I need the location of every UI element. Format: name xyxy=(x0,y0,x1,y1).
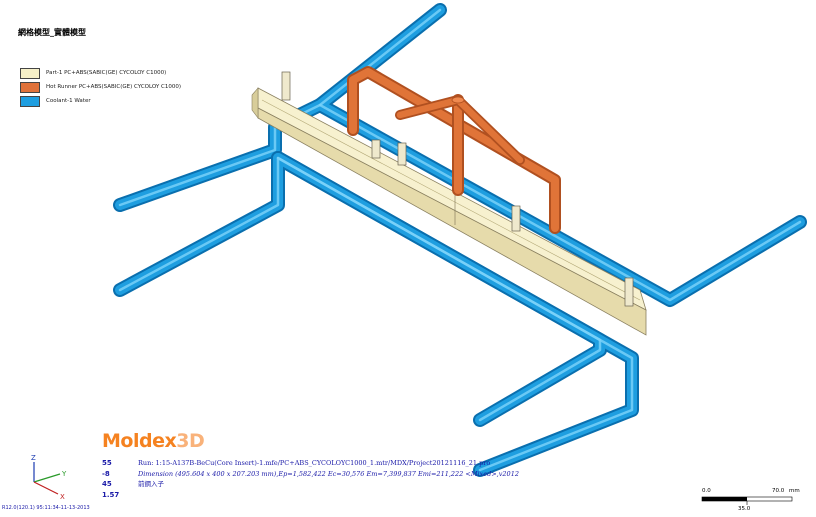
run-info: Run: 1:15-A137B-BeCu(Core Insert)-1.mfe/… xyxy=(138,458,519,490)
scale-label-unit: mm xyxy=(789,488,800,494)
scale-bar-graphic xyxy=(701,496,793,505)
part-1-model xyxy=(251,71,647,336)
legend-swatch-part xyxy=(20,67,40,79)
scale-label-left: 0.0 xyxy=(702,488,711,494)
axis-x-label: X xyxy=(60,493,65,501)
view-value-4: 1.57 xyxy=(102,490,120,499)
legend-label-coolant: Coolant-1 Water xyxy=(46,98,91,104)
ejector-pins xyxy=(281,71,634,307)
logo-text-3d: 3D xyxy=(176,430,205,452)
legend-label-hot-runner: Hot Runner PC+ABS(SABIC(GE) CYCOLOY C100… xyxy=(46,84,181,90)
view-value-2: -8 xyxy=(102,469,110,478)
axis-y-line xyxy=(33,473,61,483)
logo-text-main: Moldex xyxy=(102,430,177,452)
scale-label-right: 70.0 xyxy=(772,488,785,494)
scale-bar: 0.0 70.0 mm 35.0 xyxy=(700,488,800,516)
legend-label-part: Part-1 PC+ABS(SABIC(GE) CYCOLOY C1000) xyxy=(46,70,167,76)
legend-swatch-hot-runner xyxy=(20,81,40,93)
version-status: R12.0(120.1) 95:11:34-11-13-2013 xyxy=(2,505,90,511)
view-angle-values: 55 -8 45 1.57 xyxy=(102,458,119,500)
view-value-3: 45 xyxy=(102,480,112,488)
hot-runner xyxy=(347,66,561,234)
coolant-channel-front xyxy=(113,151,639,477)
note-text: 前鋼入子 xyxy=(138,480,164,488)
moldex3d-logo: Moldex3D xyxy=(102,430,205,452)
legend-item-part[interactable]: Part-1 PC+ABS(SABIC(GE) CYCOLOY C1000) xyxy=(20,66,181,80)
legend-item-coolant[interactable]: Coolant-1 Water xyxy=(20,94,181,108)
legend-item-hot-runner[interactable]: Hot Runner PC+ABS(SABIC(GE) CYCOLOY C100… xyxy=(20,80,181,94)
model-title: 網格模型_實體模型 xyxy=(18,28,86,37)
scale-label-mid: 35.0 xyxy=(738,506,751,512)
view-value-1: 55 xyxy=(102,459,112,467)
legend-swatch-coolant xyxy=(20,95,40,107)
legend: Part-1 PC+ABS(SABIC(GE) CYCOLOY C1000) H… xyxy=(20,66,181,108)
axis-x-line xyxy=(33,481,59,495)
axis-y-label: Y xyxy=(61,470,67,478)
run-path: Run: 1:15-A137B-BeCu(Core Insert)-1.mfe/… xyxy=(138,459,491,467)
axis-z-label: Z xyxy=(31,454,36,462)
axis-triad[interactable]: Z Y X xyxy=(22,452,82,502)
dimension-info: Dimension (495.604 x 400 x 207.203 mm),E… xyxy=(138,469,519,478)
